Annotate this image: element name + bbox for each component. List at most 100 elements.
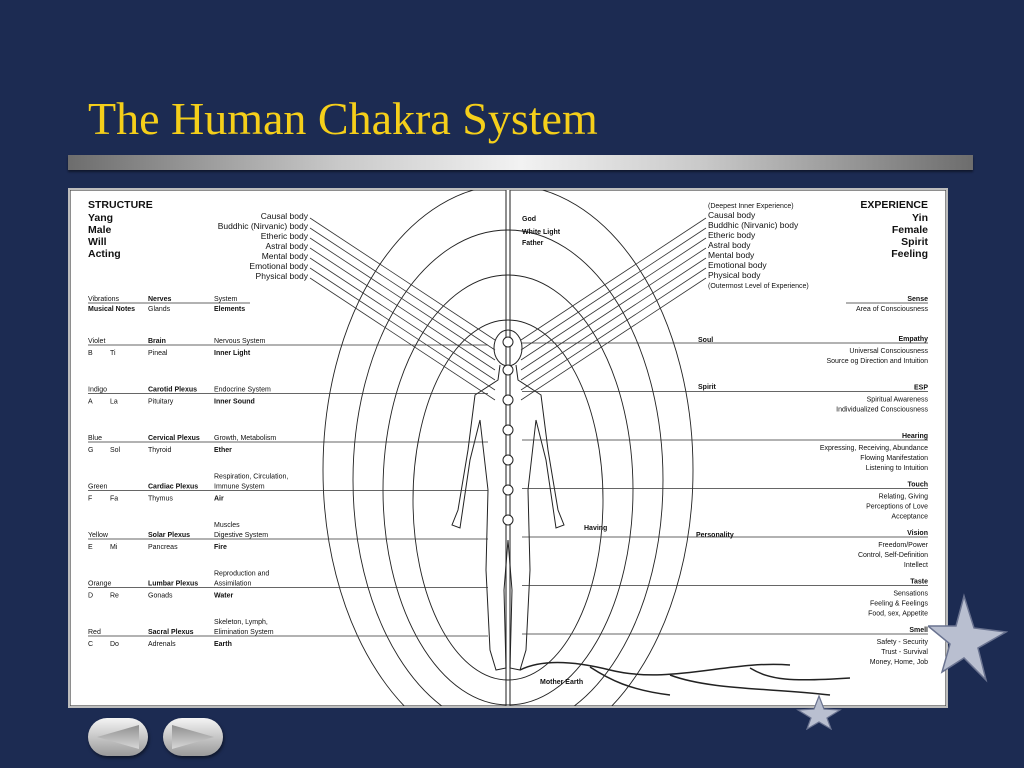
- sense-name: ESP: [914, 385, 928, 392]
- experience-body-label: Causal body: [708, 210, 756, 220]
- structure-body-label: Etheric body: [261, 231, 309, 241]
- chakra-points: [502, 336, 514, 526]
- chakra-gland: Thymus: [148, 496, 173, 503]
- sense-detail: Food, sex, Appetite: [868, 611, 928, 618]
- chakra-system: Nervous System: [214, 338, 266, 345]
- chakra-gland: Thyroid: [148, 447, 171, 454]
- chakra-element: Air: [214, 496, 224, 503]
- chakra-nerve: Solar Plexus: [148, 532, 190, 539]
- chakra-system: Endocrine System: [214, 387, 271, 394]
- experience-heading: EXPERIENCE: [860, 199, 928, 211]
- experience-header-sense: Sense: [907, 296, 928, 303]
- structure-quality: Will: [88, 236, 107, 248]
- chakra-tone: Fa: [110, 496, 118, 503]
- chakra-note: B: [88, 350, 93, 357]
- chakra-nerve: Cervical Plexus: [148, 435, 200, 442]
- chakra-element: Water: [214, 593, 233, 600]
- chakra-system: Muscles: [214, 522, 240, 529]
- sense-detail: Feeling & Feelings: [870, 601, 928, 608]
- structure-body-label: Buddhic (Nirvanic) body: [218, 221, 309, 231]
- experience-column: EXPERIENCEYinFemaleSpiritFeeling(Deepest…: [522, 199, 929, 686]
- experience-side-label: Having: [584, 525, 607, 532]
- chakra-color: Red: [88, 629, 101, 636]
- chakra-tone: La: [110, 399, 118, 406]
- sense-detail: Perceptions of Love: [866, 504, 928, 511]
- chakra-gland: Pituitary: [148, 399, 174, 406]
- sense-detail: Source og Direction and Intuition: [826, 358, 928, 365]
- sense-detail: Acceptance: [891, 514, 928, 521]
- chakra-system: Elimination System: [214, 629, 274, 636]
- experience-quality: Yin: [912, 212, 928, 224]
- experience-quality: Feeling: [891, 248, 928, 260]
- chakra-note: E: [88, 544, 93, 551]
- chakra-nerve: Cardiac Plexus: [148, 484, 198, 491]
- chakra-nerve: Carotid Plexus: [148, 387, 197, 394]
- sense-detail: Safety - Security: [877, 639, 929, 646]
- structure-header-vibrations: Vibrations: [88, 296, 120, 303]
- structure-header-musical-notes: Musical Notes: [88, 306, 135, 313]
- sense-detail: Spiritual Awareness: [867, 397, 929, 404]
- chakra-system: Immune System: [214, 484, 265, 491]
- experience-god-label: Father: [522, 240, 544, 247]
- structure-body-label: Physical body: [256, 271, 309, 281]
- experience-quality: Spirit: [901, 236, 928, 248]
- chakra-note: F: [88, 496, 92, 503]
- chakra-gland: Pineal: [148, 350, 168, 357]
- triangle-left-icon: [97, 725, 139, 749]
- sense-detail: Intellect: [904, 562, 928, 569]
- chakra-note: A: [88, 399, 93, 406]
- chakra-gland: Gonads: [148, 593, 173, 600]
- sense-name: Taste: [910, 579, 928, 586]
- next-slide-button[interactable]: [163, 718, 223, 756]
- experience-body-label: Buddhic (Nirvanic) body: [708, 220, 799, 230]
- chakra-element: Inner Sound: [214, 399, 255, 406]
- chakra-element: Fire: [214, 544, 227, 551]
- chakra-nerve: Sacral Plexus: [148, 629, 194, 636]
- sense-detail: Individualized Consciousness: [836, 407, 928, 414]
- experience-body-label: (Outermost Level of Experience): [708, 283, 809, 290]
- chakra-tone: Re: [110, 593, 119, 600]
- sense-name: Smell: [909, 627, 928, 634]
- previous-slide-button[interactable]: [88, 718, 148, 756]
- chakra-note: D: [88, 593, 93, 600]
- experience-side-label: Soul: [698, 337, 713, 344]
- experience-side-label: Mother Earth: [540, 679, 583, 686]
- chakra-system: Skeleton, Lymph,: [214, 619, 268, 626]
- experience-quality: Female: [892, 224, 928, 236]
- title-divider-bar: [68, 155, 973, 170]
- structure-header-glands: Glands: [148, 306, 171, 313]
- structure-body-label: Causal body: [261, 211, 309, 221]
- star-icon: [928, 593, 1008, 683]
- structure-quality: Acting: [88, 248, 121, 260]
- experience-body-label: Physical body: [708, 270, 761, 280]
- experience-god-label: White Light: [522, 229, 561, 236]
- chakra-system: Reproduction and: [214, 571, 269, 578]
- chakra-tone: Mi: [110, 544, 118, 551]
- sense-detail: Freedom/Power: [878, 542, 928, 549]
- chakra-note: C: [88, 641, 93, 648]
- experience-body-label: (Deepest Inner Experience): [708, 203, 794, 210]
- chakra-illustration: [70, 190, 946, 706]
- chakra-system: Assimilation: [214, 581, 251, 588]
- star-icon: [796, 694, 842, 730]
- chakra-gland: Pancreas: [148, 544, 178, 551]
- triangle-right-icon: [172, 725, 214, 749]
- structure-quality: Male: [88, 224, 112, 236]
- structure-panel-border: [70, 190, 507, 706]
- structure-header-nerves: Nerves: [148, 296, 171, 303]
- chakra-color: Green: [88, 484, 108, 491]
- chakra-gland: Adrenals: [148, 641, 176, 648]
- sense-name: Vision: [907, 530, 928, 537]
- sense-detail: Universal Consciousness: [849, 348, 928, 355]
- chakra-color: Yellow: [88, 532, 109, 539]
- structure-header-system: System: [214, 296, 238, 303]
- experience-body-label: Emotional body: [708, 260, 767, 270]
- experience-side-label: Spirit: [698, 384, 717, 391]
- chakra-element: Ether: [214, 447, 232, 454]
- chakra-note: G: [88, 447, 93, 454]
- chakra-color: Orange: [88, 581, 111, 588]
- sense-name: Touch: [908, 482, 928, 489]
- chakra-tone: Do: [110, 641, 119, 648]
